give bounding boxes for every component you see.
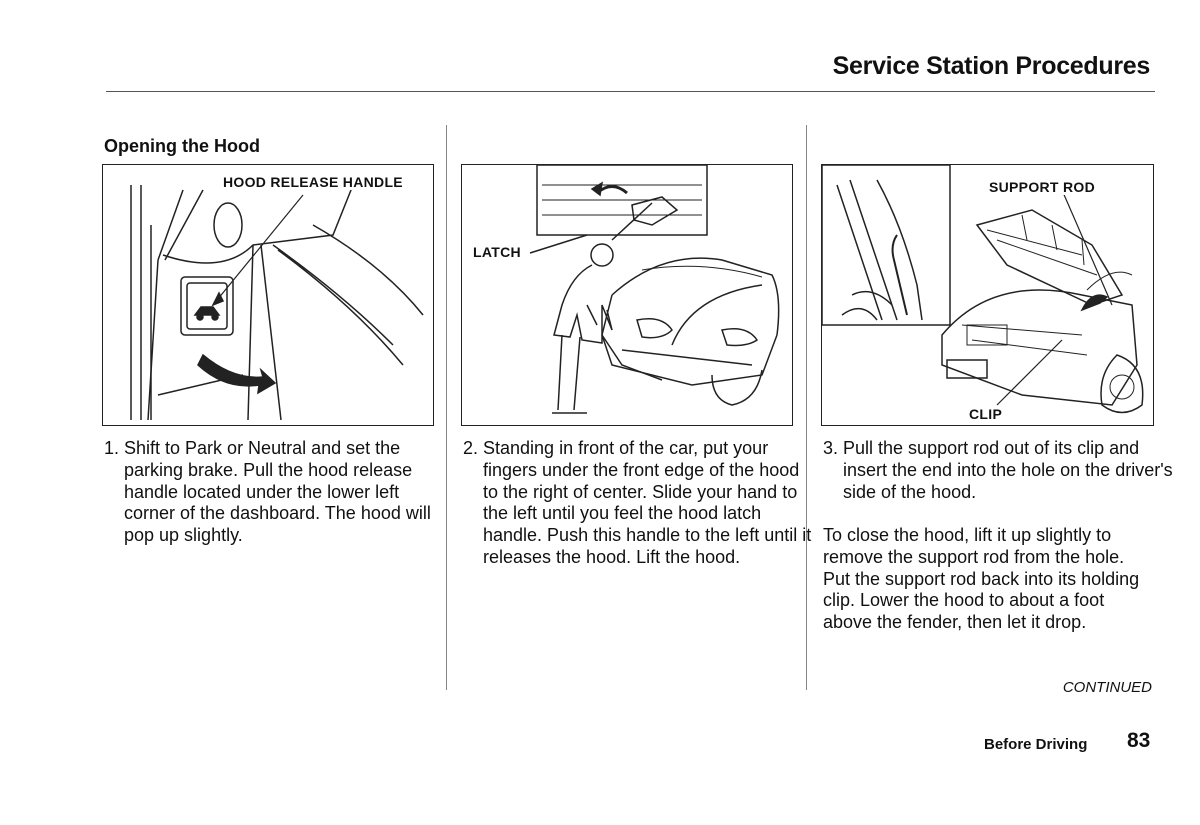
- page-title: Service Station Procedures: [832, 52, 1151, 80]
- clip-label: CLIP: [968, 406, 1004, 422]
- footer-section: Before Driving: [984, 736, 1088, 753]
- support-rod-illustration: [822, 165, 1144, 414]
- figure-support-rod: SUPPORT ROD CLIP: [821, 164, 1154, 426]
- continued-note: CONTINUED: [1062, 679, 1152, 696]
- column-divider-2: [806, 125, 807, 690]
- latch-label: LATCH: [472, 244, 522, 260]
- hood-release-handle-label: HOOD RELEASE HANDLE: [222, 174, 404, 190]
- hood-release-illustration: [130, 184, 424, 421]
- latch-illustration: [529, 165, 780, 414]
- closing-paragraph: To close the hood, lift it up slightly t…: [823, 525, 1140, 633]
- support-rod-label: SUPPORT ROD: [988, 179, 1096, 195]
- section-heading: Opening the Hood: [104, 136, 260, 156]
- step-1-text: 1. Shift to Park or Neutral and set the …: [104, 438, 431, 546]
- column-divider-1: [446, 125, 447, 690]
- step-3-text: 3. Pull the support rod out of its clip …: [823, 438, 1173, 502]
- figure-hood-release: HOOD RELEASE HANDLE: [102, 164, 434, 426]
- step-2-text: 2. Standing in front of the car, put you…: [463, 438, 812, 567]
- figure-latch: LATCH: [461, 164, 793, 426]
- header-rule: [106, 91, 1155, 92]
- page-number: 83: [1127, 729, 1151, 752]
